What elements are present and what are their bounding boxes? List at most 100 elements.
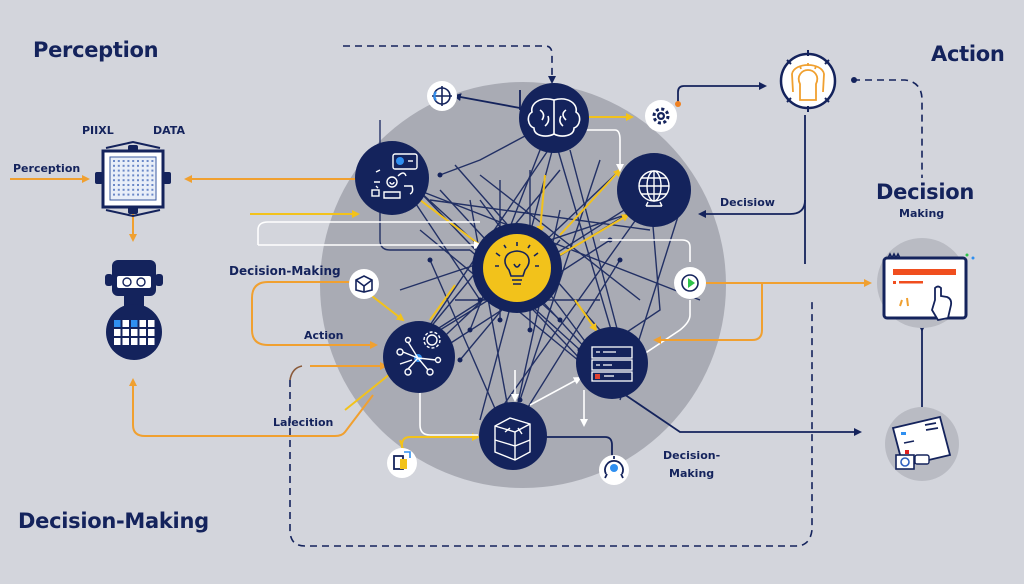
chip-pixel bbox=[151, 184, 154, 186]
chip-pixel bbox=[146, 193, 149, 196]
label-decision-right: Decisiow bbox=[720, 196, 775, 209]
node-workflow[interactable] bbox=[355, 141, 429, 215]
chip-pixel bbox=[151, 193, 154, 196]
chip-pixel bbox=[122, 188, 125, 191]
dashed-connector-top bbox=[343, 45, 556, 84]
chip-pixel bbox=[137, 188, 139, 191]
chip-pixel bbox=[146, 188, 149, 191]
chip-pixel bbox=[141, 164, 144, 167]
robot-key bbox=[114, 338, 121, 345]
chip-pixel bbox=[132, 164, 135, 167]
heading-decision: Decision bbox=[876, 180, 974, 204]
node-gear[interactable] bbox=[645, 100, 681, 132]
chip-pixel bbox=[146, 174, 149, 177]
node-card[interactable] bbox=[885, 407, 959, 481]
chip-pixel bbox=[117, 164, 120, 167]
chip-pixel bbox=[132, 160, 135, 162]
dashed-connector-right bbox=[853, 79, 923, 178]
robot-key bbox=[122, 320, 129, 327]
node-action-bulb[interactable] bbox=[779, 50, 837, 112]
chip-pixel bbox=[146, 179, 149, 182]
chip-pixel bbox=[132, 184, 135, 186]
label-decision-making: Decision-Making bbox=[229, 264, 341, 278]
chip-pixel bbox=[127, 193, 130, 196]
node-box[interactable] bbox=[349, 269, 379, 299]
heading-decision-making: Decision-Making bbox=[18, 509, 209, 533]
chip-pixel bbox=[122, 179, 125, 182]
orange-connectors bbox=[10, 175, 872, 437]
label-data: DATA bbox=[153, 124, 185, 137]
node-chip[interactable] bbox=[95, 140, 171, 218]
cube-icon bbox=[494, 417, 531, 461]
robot-key bbox=[131, 320, 138, 327]
chip-pixel bbox=[151, 179, 154, 182]
chip-pixel bbox=[151, 160, 154, 162]
node-cube[interactable] bbox=[479, 402, 547, 470]
chip-pixel bbox=[122, 174, 125, 177]
card-icon bbox=[891, 415, 952, 470]
chip-pixel bbox=[141, 184, 144, 186]
chip-pixel bbox=[146, 164, 149, 167]
robot-key bbox=[122, 329, 129, 336]
chip-pixel bbox=[122, 160, 125, 162]
node-globe[interactable] bbox=[617, 153, 691, 227]
label-perception-input: Perception bbox=[13, 162, 81, 175]
navy-connectors bbox=[453, 82, 926, 456]
chip-pixel bbox=[117, 193, 120, 196]
robot-key bbox=[148, 329, 155, 336]
node-brain[interactable] bbox=[519, 83, 589, 153]
robot-key bbox=[139, 338, 146, 345]
chip-pixel bbox=[151, 169, 154, 172]
chip-pixel bbox=[146, 160, 149, 162]
chip-pixel bbox=[137, 174, 139, 177]
chip-pixel bbox=[151, 174, 154, 177]
robot-key bbox=[148, 338, 155, 345]
node-network-gear[interactable] bbox=[383, 321, 455, 393]
head-bulb-icon bbox=[791, 63, 825, 101]
chip-pixel bbox=[141, 193, 144, 196]
chip-pixel bbox=[137, 179, 139, 182]
document-icon bbox=[393, 451, 411, 470]
chip-pixel bbox=[117, 174, 120, 177]
chip-pixel bbox=[117, 179, 120, 182]
crosshair-icon bbox=[432, 86, 452, 106]
chip-pixel bbox=[132, 169, 135, 172]
robot-key bbox=[114, 329, 121, 336]
node-robot[interactable] bbox=[105, 260, 163, 360]
node-sensor[interactable] bbox=[599, 455, 629, 485]
chip-pixel bbox=[127, 169, 130, 172]
label-pixel: PIIXL bbox=[82, 124, 114, 137]
chip-pixel bbox=[141, 174, 144, 177]
robot-key bbox=[139, 329, 146, 336]
heading-decision-sub: Making bbox=[899, 207, 945, 220]
chip-pixel bbox=[127, 184, 130, 186]
chip-pixel bbox=[151, 188, 154, 191]
workflow-icon bbox=[371, 153, 418, 199]
node-list[interactable] bbox=[576, 327, 648, 399]
chip-pixel bbox=[132, 188, 135, 191]
chip-pixel bbox=[127, 188, 130, 191]
play-icon bbox=[681, 274, 699, 292]
chip-pixel bbox=[122, 193, 125, 196]
chip-pixel bbox=[132, 193, 135, 196]
chip-pixel bbox=[127, 179, 130, 182]
chip-pixel bbox=[137, 160, 139, 162]
node-lightbulb[interactable] bbox=[472, 223, 562, 313]
chip-pixel bbox=[113, 164, 115, 167]
robot-key bbox=[114, 320, 121, 327]
chip-pixel bbox=[117, 160, 120, 162]
node-document[interactable] bbox=[387, 448, 417, 478]
chip-pixel bbox=[141, 169, 144, 172]
robot-key bbox=[131, 329, 138, 336]
chip-pixel bbox=[137, 169, 139, 172]
node-browser-click[interactable] bbox=[877, 238, 975, 328]
lightbulb-icon bbox=[495, 242, 539, 285]
chip-pixel bbox=[151, 164, 154, 167]
robot-key bbox=[122, 338, 129, 345]
label-decision-bottom-2: Making bbox=[669, 467, 715, 480]
node-play[interactable] bbox=[674, 267, 706, 299]
node-target[interactable] bbox=[427, 81, 457, 111]
chip-pixel bbox=[113, 160, 115, 162]
chip-icon bbox=[113, 160, 154, 196]
